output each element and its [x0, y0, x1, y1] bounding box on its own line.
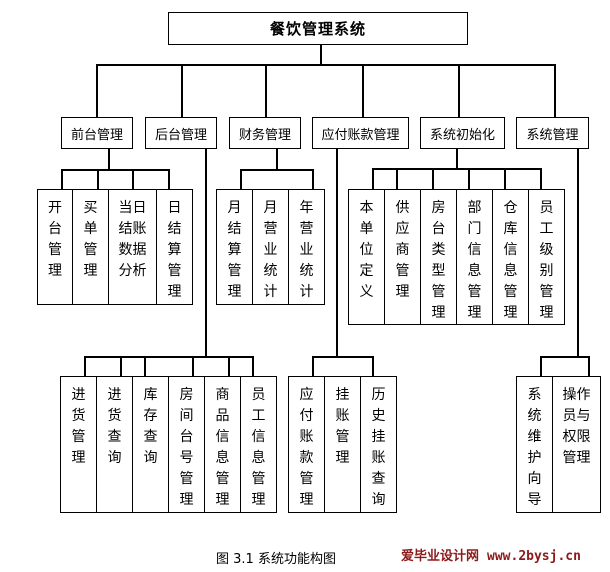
module-front-office: 前台管理 — [61, 117, 133, 149]
connector — [320, 44, 322, 65]
connector — [108, 148, 110, 169]
module-finance: 财务管理 — [229, 117, 301, 149]
leaf-node: 挂 账 管 理 — [324, 376, 361, 513]
connector — [432, 168, 434, 189]
leaf-node: 房 间 台 号 管 理 — [168, 376, 205, 513]
connector — [61, 169, 169, 171]
leaf-node: 本 单 位 定 义 — [348, 189, 385, 325]
module-back-office: 后台管理 — [145, 117, 217, 149]
leaf-node: 年 营 业 统 计 — [288, 189, 325, 305]
connector — [61, 169, 63, 189]
leaf-node: 日 结 算 管 理 — [156, 189, 193, 305]
connector — [265, 64, 267, 117]
connector — [240, 169, 313, 171]
leaf-node: 进 货 管 理 — [60, 376, 97, 513]
module-label: 应付账款管理 — [321, 127, 400, 143]
leaf-node: 月 结 算 管 理 — [216, 189, 253, 305]
connector — [468, 168, 470, 189]
connector — [97, 169, 99, 189]
connector — [312, 356, 373, 358]
connector — [96, 64, 555, 66]
module-accounts-payable: 应付账款管理 — [312, 117, 409, 149]
figure-caption: 图 3.1 系统功能构图 — [216, 552, 336, 567]
connector — [312, 169, 314, 189]
connector — [372, 168, 541, 170]
module-label: 后台管理 — [154, 127, 207, 143]
connector — [252, 356, 254, 376]
module-label: 系统管理 — [526, 127, 579, 143]
connector — [168, 169, 170, 189]
leaf-node: 库 存 查 询 — [132, 376, 169, 513]
connector — [540, 356, 589, 358]
leaf-node: 开 台 管 理 — [37, 189, 73, 305]
connector — [554, 64, 556, 117]
leaf-node: 买 单 管 理 — [72, 189, 109, 305]
connector — [372, 168, 374, 189]
module-label: 前台管理 — [70, 127, 123, 143]
connector — [458, 64, 460, 117]
connector — [540, 356, 542, 376]
connector — [84, 356, 86, 376]
leaf-node: 操作 员与 权限 管理 — [552, 376, 601, 513]
connector — [312, 356, 314, 376]
connector — [240, 169, 242, 189]
connector — [144, 356, 146, 376]
connector — [588, 356, 590, 376]
connector — [504, 168, 506, 189]
module-system-admin: 系统管理 — [516, 117, 589, 149]
connector — [456, 148, 458, 169]
connector — [132, 169, 134, 189]
connector — [96, 64, 98, 117]
connector — [577, 148, 579, 356]
leaf-node: 应 付 账 款 管 理 — [288, 376, 325, 513]
leaf-node: 房 台 类 型 管 理 — [420, 189, 457, 325]
leaf-node: 供 应 商 管 理 — [384, 189, 421, 325]
leaf-node: 员 工 级 别 管 理 — [528, 189, 565, 325]
connector — [362, 64, 364, 117]
watermark-site: 爱毕业设计网 — [401, 549, 480, 564]
leaf-node: 仓 库 信 息 管 理 — [492, 189, 529, 325]
connector — [540, 168, 542, 189]
connector — [336, 148, 338, 356]
module-label: 系统初始化 — [429, 127, 495, 143]
connector — [276, 148, 278, 169]
connector — [205, 148, 207, 356]
connector — [181, 64, 183, 117]
leaf-node: 商 品 信 息 管 理 — [204, 376, 241, 513]
leaf-node: 进 货 查 询 — [96, 376, 133, 513]
connector — [120, 356, 122, 376]
leaf-node: 月 营 业 统 计 — [252, 189, 289, 305]
leaf-node: 部 门 信 息 管 理 — [456, 189, 493, 325]
root-node: 餐饮管理系统 — [168, 12, 468, 45]
leaf-node: 当日 结账 数据 分析 — [108, 189, 157, 305]
connector — [396, 168, 398, 189]
connector — [372, 356, 374, 376]
connector — [192, 356, 194, 376]
module-system-init: 系统初始化 — [420, 117, 505, 149]
connector — [84, 356, 253, 358]
leaf-node: 历 史 挂 账 查 询 — [360, 376, 397, 513]
leaf-node: 员 工 信 息 管 理 — [240, 376, 277, 513]
watermark-url: www.2bysj.cn — [487, 549, 581, 564]
leaf-node: 系 统 维 护 向 导 — [516, 376, 553, 513]
connector — [228, 356, 230, 376]
root-label: 餐饮管理系统 — [269, 20, 366, 38]
watermark: 爱毕业设计网 www.2bysj.cn — [401, 545, 581, 564]
module-label: 财务管理 — [238, 127, 291, 143]
